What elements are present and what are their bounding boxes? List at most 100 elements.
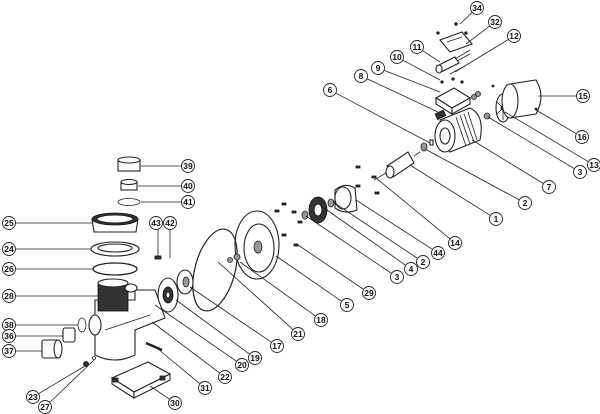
leader-line [189,286,272,343]
rotor-shaft [373,151,421,181]
callout-circle [470,1,484,15]
callout-circle [576,89,590,103]
callout-number: 37 [4,346,14,356]
callout-number: 8 [359,71,364,81]
callout-27: 27 [38,359,95,414]
pump-housing [88,278,166,361]
volute-o-ring [192,228,238,312]
callout-number: 25 [4,218,14,228]
callout-number: 31 [200,383,210,393]
callout-circle [248,351,262,365]
callout-circle [575,130,589,144]
union-o-ring-top [117,198,141,206]
callout-circle [198,381,212,395]
callout-circle [390,50,404,64]
callout-circle [270,339,284,353]
callout-number: 4 [409,264,414,274]
leader-line [375,177,451,240]
callout-34: 34 [459,1,484,25]
callout-circle [362,286,376,300]
pin-head [154,255,162,260]
callout-number: 13 [589,160,599,170]
leader-line [355,199,433,250]
callout-circle [488,15,502,29]
callout-4: 4 [323,207,418,276]
capacitor [435,49,471,75]
leader-line [38,365,86,395]
callout-number: 3 [395,272,400,282]
callout-43: 43 [149,216,163,230]
cable-gland [434,109,447,120]
leader-line [424,148,520,201]
callout-circle [235,358,249,372]
callout-circle [2,216,16,230]
mechanical-seal [301,210,309,220]
callout-circle [410,40,424,54]
seal-plate [308,196,328,224]
callout-26: 26 [2,262,93,276]
callout-42: 42 [163,216,177,230]
callout-circle [2,262,16,276]
callout-number: 43 [151,218,161,228]
callout-6: 6 [323,83,431,144]
callout-circle [390,270,404,284]
callout-number: 32 [490,17,500,27]
callout-3: 3 [487,116,587,179]
callout-21: 21 [217,261,305,341]
leader-line [487,116,575,170]
callout-number: 6 [328,85,333,95]
callout-number: 19 [250,353,260,363]
callout-number: 17 [272,341,282,351]
impeller-washer [233,253,241,261]
callout-number: 27 [40,402,50,412]
callout-circle [489,212,503,226]
callout-number: 41 [183,197,193,207]
callout-12: 12 [454,29,521,73]
callout-circle [2,329,16,343]
callout-13: 13 [504,111,600,172]
diffuser [157,277,179,313]
leader-line [149,385,170,400]
callout-25: 25 [2,216,92,230]
impeller [176,269,194,295]
callout-37: 37 [2,344,42,358]
callout-circle [181,179,195,193]
callout-number: 3 [578,167,583,177]
pump-base [110,361,172,400]
callout-circle [404,262,418,276]
callout-circle [218,370,232,384]
callout-number: 34 [472,3,482,13]
callout-circle [181,195,195,209]
seal-ring [327,198,335,208]
leader-line [154,304,237,362]
callout-circle [573,165,587,179]
callout-16: 16 [535,109,589,144]
callout-23: 23 [26,365,86,404]
callout-number: 7 [547,182,552,192]
union-nut-top [117,156,141,172]
leader-line [323,207,406,266]
callout-circle [354,69,368,83]
callout-number: 24 [4,244,14,254]
callout-circle [416,255,430,269]
callout-29: 29 [297,244,376,300]
callout-38: 38 [2,318,78,332]
callout-number: 5 [345,300,350,310]
leader-line [275,255,342,302]
callout-28: 28 [2,289,98,303]
callout-18: 18 [239,261,328,327]
callout-number: 15 [578,91,588,101]
union-tail-left [62,327,76,343]
terminal-box-cover [436,22,473,53]
callout-number: 22 [220,372,230,382]
callout-number: 21 [293,329,303,339]
callout-15: 15 [538,89,590,103]
callout-number: 10 [392,52,402,62]
callout-number: 1 [494,214,499,224]
callout-14: 14 [375,177,462,250]
callout-number: 12 [509,31,519,41]
union-o-ring-left [77,317,87,333]
callout-number: 36 [4,331,14,341]
motor-body [434,107,482,153]
